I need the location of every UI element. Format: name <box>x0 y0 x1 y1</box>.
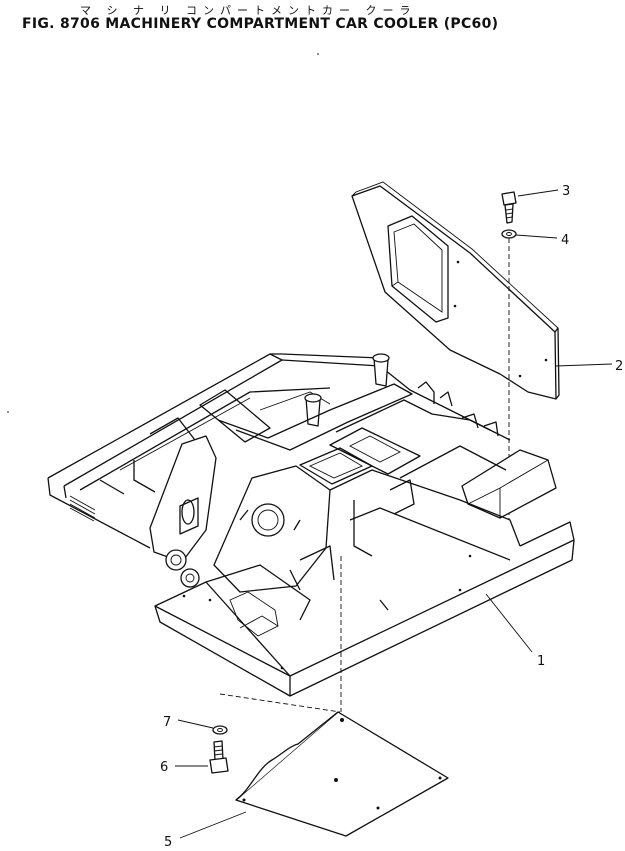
machinery-frame <box>47 353 575 697</box>
bolt-6 <box>209 740 229 774</box>
callout-2: 2 <box>615 359 623 374</box>
callout-6: 6 <box>160 760 168 775</box>
bolt-3 <box>501 191 517 224</box>
callout-1: 1 <box>537 654 545 669</box>
leader-lines <box>175 189 613 839</box>
callout-7: 7 <box>163 715 171 730</box>
callout-4: 4 <box>561 233 569 248</box>
washer-7 <box>212 725 228 735</box>
cover-panel <box>351 181 560 400</box>
japanese-title: マ シ ナ リ コンパートメントカー クーラ <box>80 4 417 17</box>
washer-4 <box>501 229 517 239</box>
bottom-plate <box>219 693 449 837</box>
figure-title: FIG. 8706 MACHINERY COMPARTMENT CAR COOL… <box>22 16 499 32</box>
callout-5: 5 <box>164 835 172 850</box>
callout-3: 3 <box>562 184 570 199</box>
